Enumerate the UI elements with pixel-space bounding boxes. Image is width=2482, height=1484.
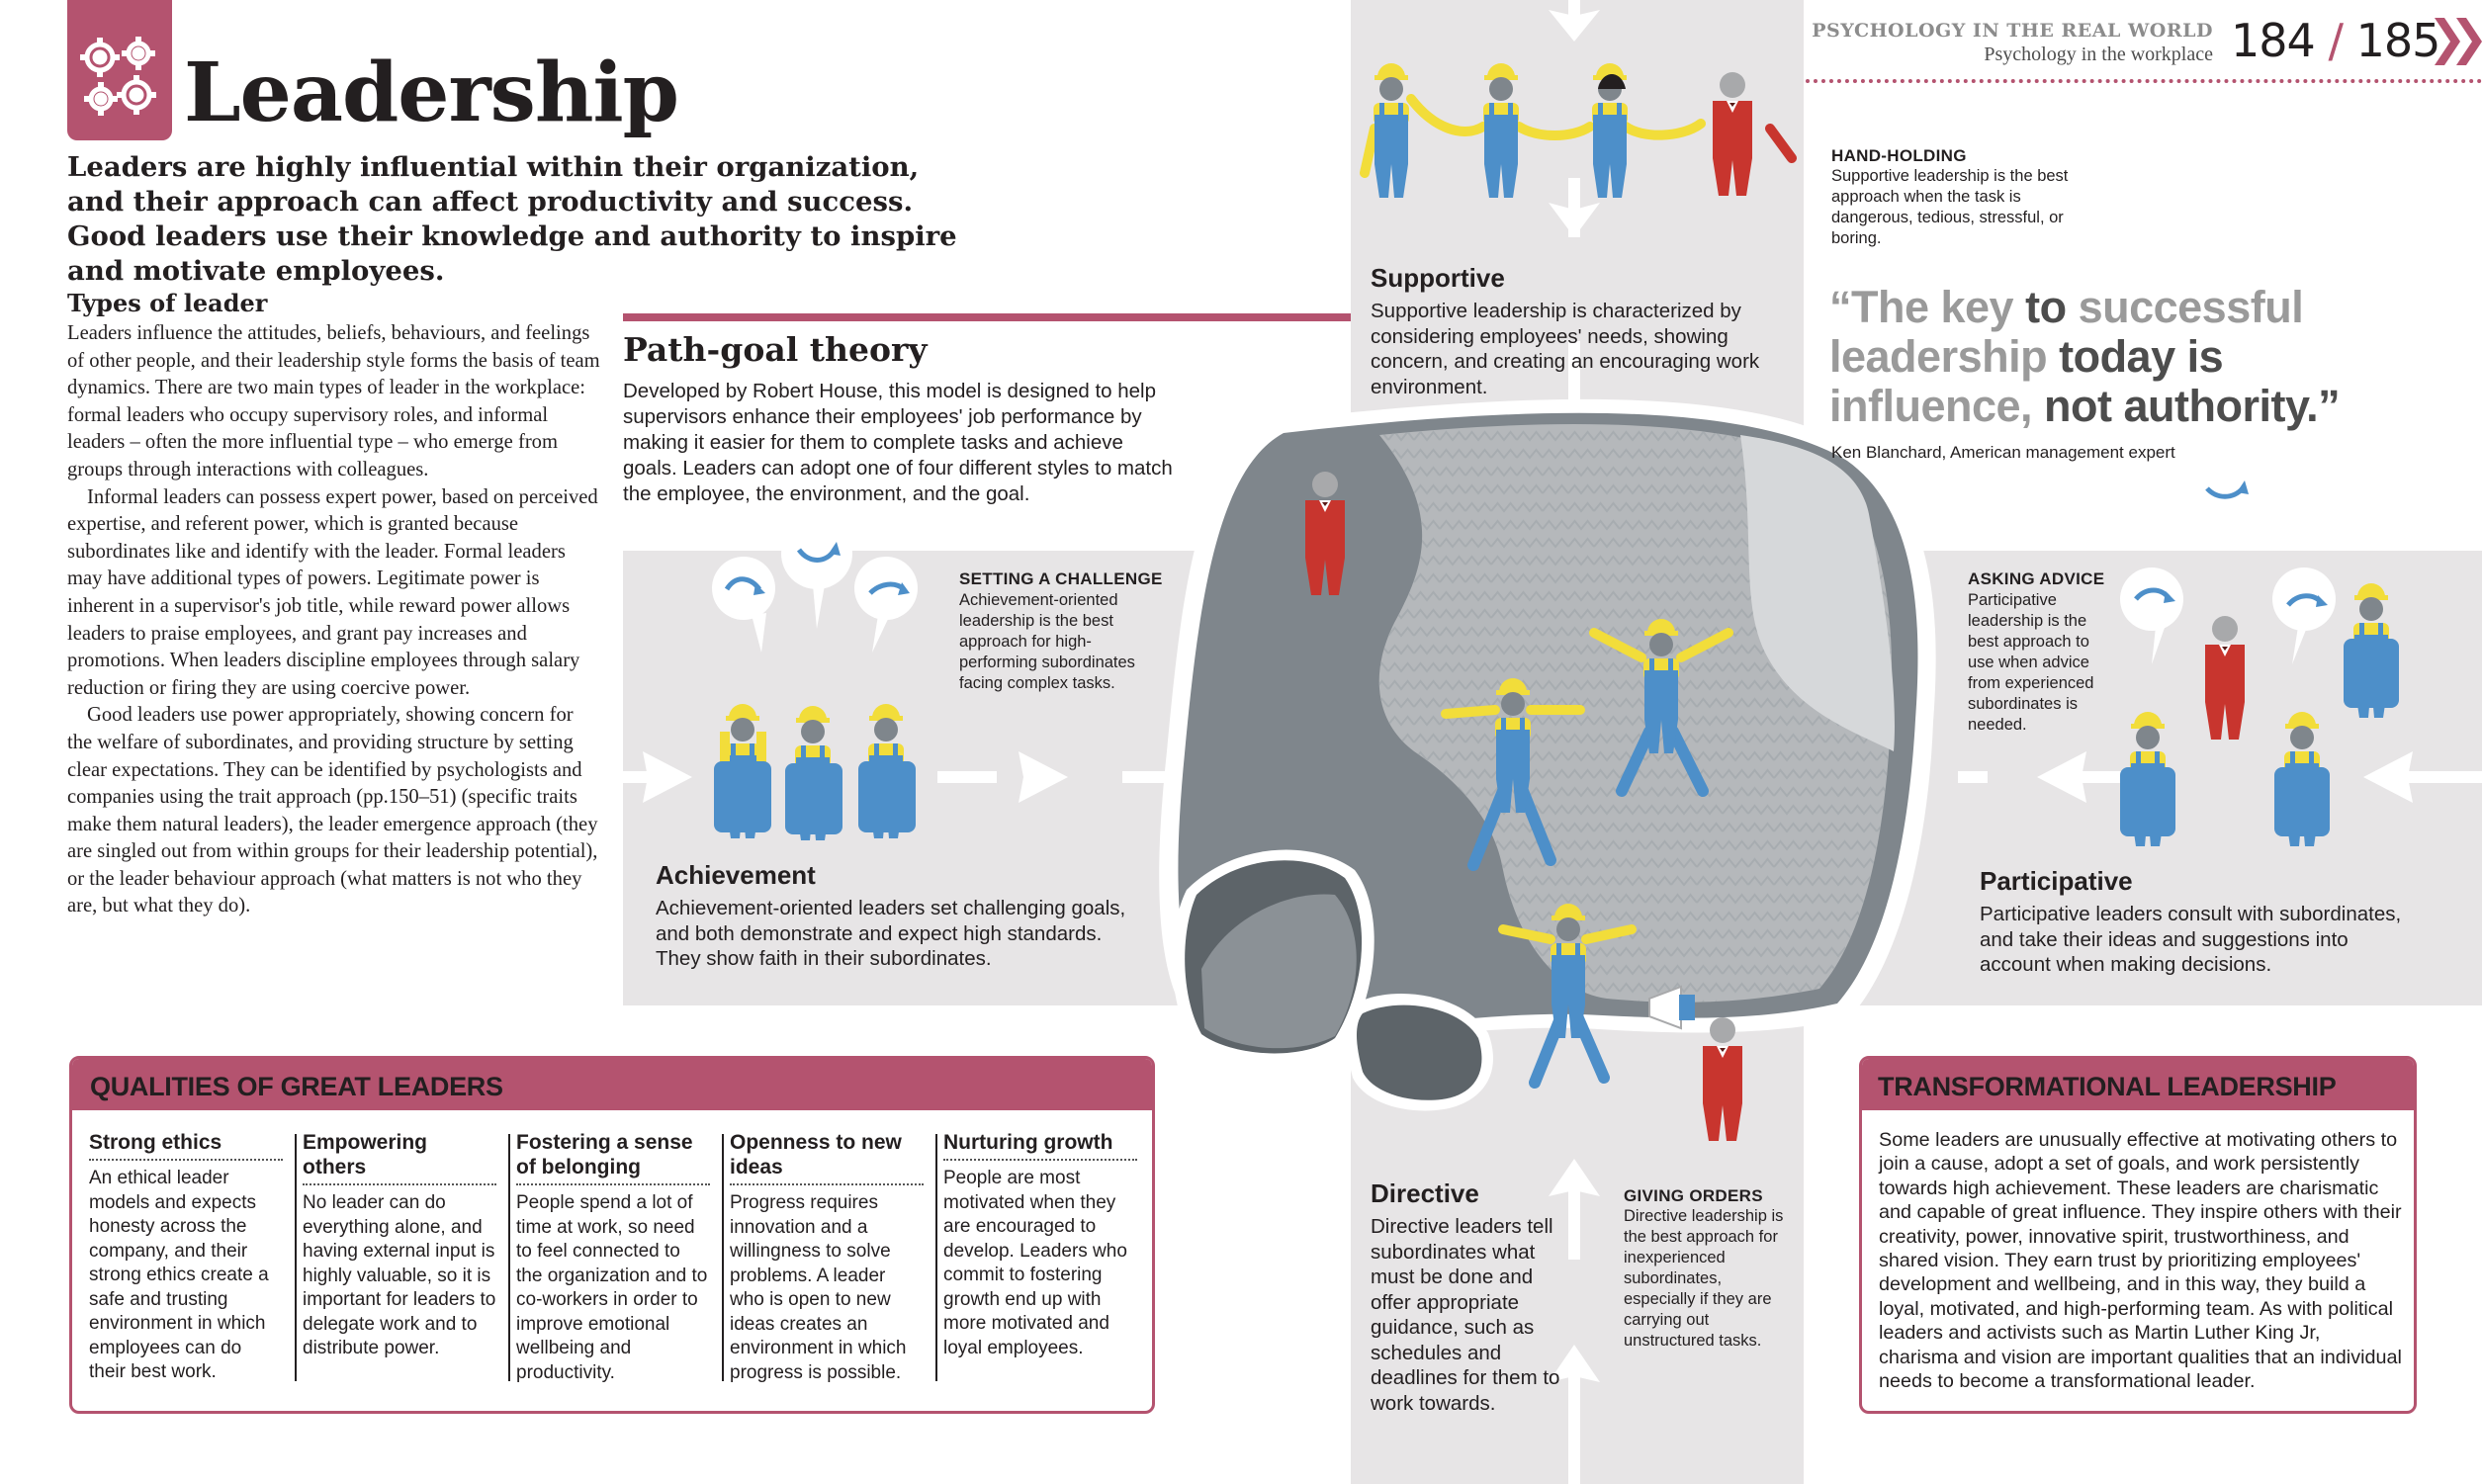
transformational-heading: TRANSFORMATIONAL LEADERSHIP (1862, 1059, 2414, 1110)
page-number-separator: / (2328, 14, 2343, 67)
directive-title: Directive (1371, 1178, 1479, 1208)
intro-paragraph: Leaders are highly influential within th… (67, 151, 957, 287)
types-paragraph-2: Informal leaders can possess expert powe… (67, 485, 598, 699)
giving-orders-caption-title: GIVING ORDERS (1624, 1186, 1763, 1205)
quality-body: An ethical leader models and expects hon… (89, 1168, 269, 1382)
running-subsection: Psychology in the workplace (1984, 44, 2213, 65)
achievement-speech-bubbles (712, 518, 918, 653)
page-title: Leadership (184, 45, 679, 140)
quality-body: People are most motivated when they are … (943, 1168, 1127, 1358)
quality-body: People spend a lot of time at work, so n… (516, 1192, 708, 1383)
quality-divider (722, 1134, 724, 1381)
transformational-body: Some leaders are unusually effective at … (1879, 1129, 2402, 1393)
achievement-body: Achievement-oriented leaders set challen… (656, 897, 1126, 970)
path-goal-body: Developed by Robert House, this model is… (623, 380, 1173, 505)
quality-column: Fostering a sense of belonging People sp… (516, 1130, 710, 1385)
quality-column: Strong ethics An ethical leader models a… (89, 1130, 283, 1385)
page-number-left: 184 (2231, 14, 2316, 67)
setting-a-challenge-caption-title: SETTING A CHALLENGE (959, 569, 1163, 588)
quality-divider (508, 1134, 510, 1381)
quality-title: Openness to new ideas (730, 1130, 924, 1185)
quote-part-2: to (2025, 282, 2079, 332)
participative-body: Participative leaders consult with subor… (1980, 903, 2402, 976)
quality-title: Empowering others (303, 1130, 496, 1185)
supportive-title: Supportive (1371, 263, 1505, 293)
quote-attribution: Ken Blanchard, American management exper… (1831, 443, 2175, 462)
types-of-leader-body: Leaders influence the attitudes, beliefs… (67, 320, 601, 920)
setting-a-challenge-caption-body: Achievement-oriented leadership is the b… (959, 591, 1135, 692)
page-numbers: 184 / 185 (2231, 14, 2441, 67)
chevron-right-icons (2435, 18, 2482, 65)
supportive-body: Supportive leadership is characterized b… (1371, 300, 1760, 398)
page-number-right: 185 (2355, 14, 2441, 67)
running-head-rule (1806, 79, 2482, 83)
giving-orders-caption-body: Directive leadership is the best approac… (1624, 1207, 1784, 1350)
quality-column: Openness to new ideas Progress requires … (730, 1130, 924, 1385)
quality-body: No leader can do everything alone, and h… (303, 1192, 496, 1358)
running-head: PSYCHOLOGY IN THE REAL WORLD Psychology … (1800, 20, 2213, 66)
quality-divider (295, 1134, 297, 1381)
quote-part-4: today is (2059, 331, 2224, 382)
achievement-title: Achievement (656, 860, 816, 890)
quality-title: Fostering a sense of belonging (516, 1130, 710, 1185)
hand-holding-caption-body: Supportive leadership is the best approa… (1831, 167, 2069, 247)
quality-column: Empowering others No leader can do every… (303, 1130, 496, 1361)
running-section: PSYCHOLOGY IN THE REAL WORLD (1812, 20, 2213, 42)
path-goal-rule (623, 313, 1351, 321)
quote-part-3: successful leadership (1829, 282, 2304, 382)
qualities-box: QUALITIES OF GREAT LEADERS Strong ethics… (69, 1056, 1155, 1414)
types-paragraph-3: Good leaders use power appropriately, sh… (67, 704, 598, 917)
directive-body: Directive leaders tell subordinates what… (1371, 1215, 1560, 1415)
gears-icon (80, 37, 156, 116)
participative-speech-bubbles (2120, 449, 2336, 664)
hand-holding-caption-title: HAND-HOLDING (1831, 146, 1967, 165)
asking-advice-caption-title: ASKING ADVICE (1968, 569, 2105, 588)
quote-part-5: influence, (1829, 381, 2045, 431)
quality-divider (935, 1134, 937, 1381)
path-goal-title: Path-goal theory (623, 330, 928, 369)
qualities-heading: QUALITIES OF GREAT LEADERS (72, 1059, 1152, 1110)
quote-part-1: “The key (1829, 282, 2026, 332)
gears-icon-badge (67, 0, 172, 140)
asking-advice-caption-body: Participative leadership is the best app… (1968, 591, 2094, 734)
types-of-leader-heading: Types of leader (67, 289, 268, 317)
types-paragraph-1: Leaders influence the attitudes, beliefs… (67, 322, 600, 480)
quality-title: Strong ethics (89, 1130, 283, 1161)
quality-title: Nurturing growth (943, 1130, 1137, 1161)
quality-column: Nurturing growth People are most motivat… (943, 1130, 1137, 1360)
quality-body: Progress requires innovation and a willi… (730, 1192, 907, 1383)
transformational-box: TRANSFORMATIONAL LEADERSHIP Some leaders… (1859, 1056, 2417, 1414)
participative-title: Participative (1980, 866, 2133, 896)
quote-part-6: not authority.” (2044, 381, 2341, 431)
pull-quote: “The key to successful leadership today … (1829, 283, 2383, 431)
